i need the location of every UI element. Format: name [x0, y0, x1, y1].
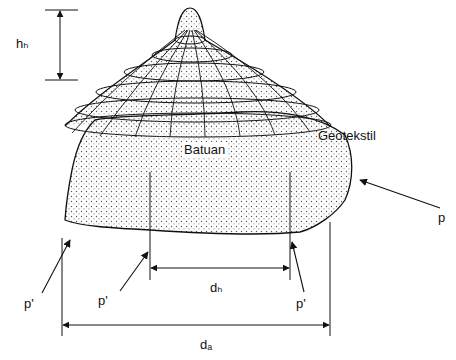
force-label: p [438, 210, 445, 225]
force-label: p' [98, 293, 108, 308]
dimension-label: hₕ [16, 36, 29, 51]
force-label: p' [296, 296, 306, 311]
dimension-label: dₐ [200, 337, 212, 352]
geotextile-fill [65, 8, 330, 126]
dimension-label: dₕ [210, 280, 223, 295]
outer-width-dimension [62, 222, 330, 336]
part-label: Geotekstil [318, 128, 376, 143]
rock-shape: Batuan [60, 110, 360, 240]
rock-outline [60, 110, 360, 240]
height-dimension [45, 10, 78, 80]
force-label: p' [24, 296, 34, 311]
rock-label: Batuan [182, 142, 227, 157]
